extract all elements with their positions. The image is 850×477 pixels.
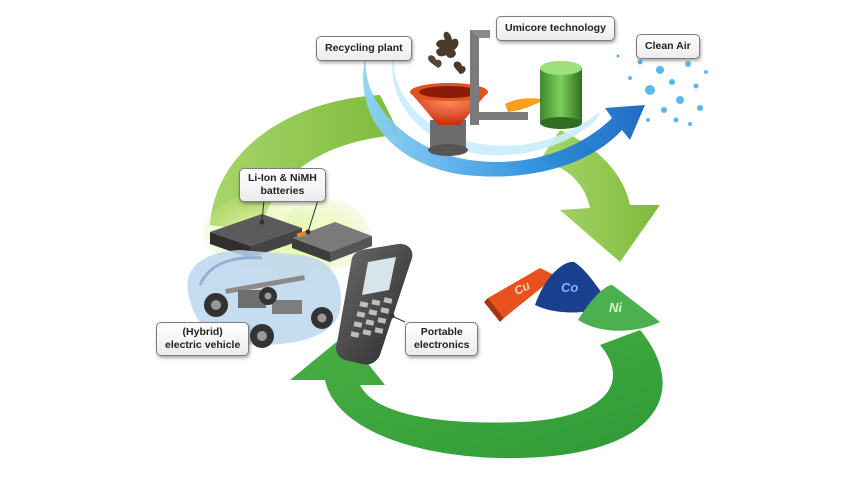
nickel-symbol: Ni xyxy=(609,300,622,315)
battery-packs-illustration xyxy=(210,214,372,262)
cobalt-pile xyxy=(535,261,610,313)
batteries-label: Li-Ion & NiMH batteries xyxy=(239,168,326,202)
clean-air-label: Clean Air xyxy=(636,34,700,59)
hybrid-electric-vehicle-label: (Hybrid) electric vehicle xyxy=(156,322,250,356)
recycling-plant-label: Recycling plant xyxy=(316,36,412,61)
portable-electronics-label: Portable electronics xyxy=(405,322,479,356)
copper-symbol: Cu xyxy=(512,278,533,298)
mobile-phone-illustration xyxy=(335,243,413,365)
filter-tank-illustration xyxy=(540,61,582,129)
metals-illustration: Cu Co Ni xyxy=(484,261,660,331)
label-connectors xyxy=(259,199,406,323)
cycle-arrow-bottom xyxy=(290,330,663,459)
umicore-technology-label: Umicore technology xyxy=(496,16,615,41)
electric-vehicle-illustration xyxy=(187,250,341,348)
cycle-arrow-right xyxy=(540,130,660,262)
recycling-plant-illustration xyxy=(410,30,545,156)
cobalt-symbol: Co xyxy=(561,280,578,295)
nickel-pile xyxy=(578,285,660,331)
flame-icon xyxy=(505,98,545,112)
copper-ingot xyxy=(488,268,556,318)
clean-air-bubbles xyxy=(616,48,708,126)
